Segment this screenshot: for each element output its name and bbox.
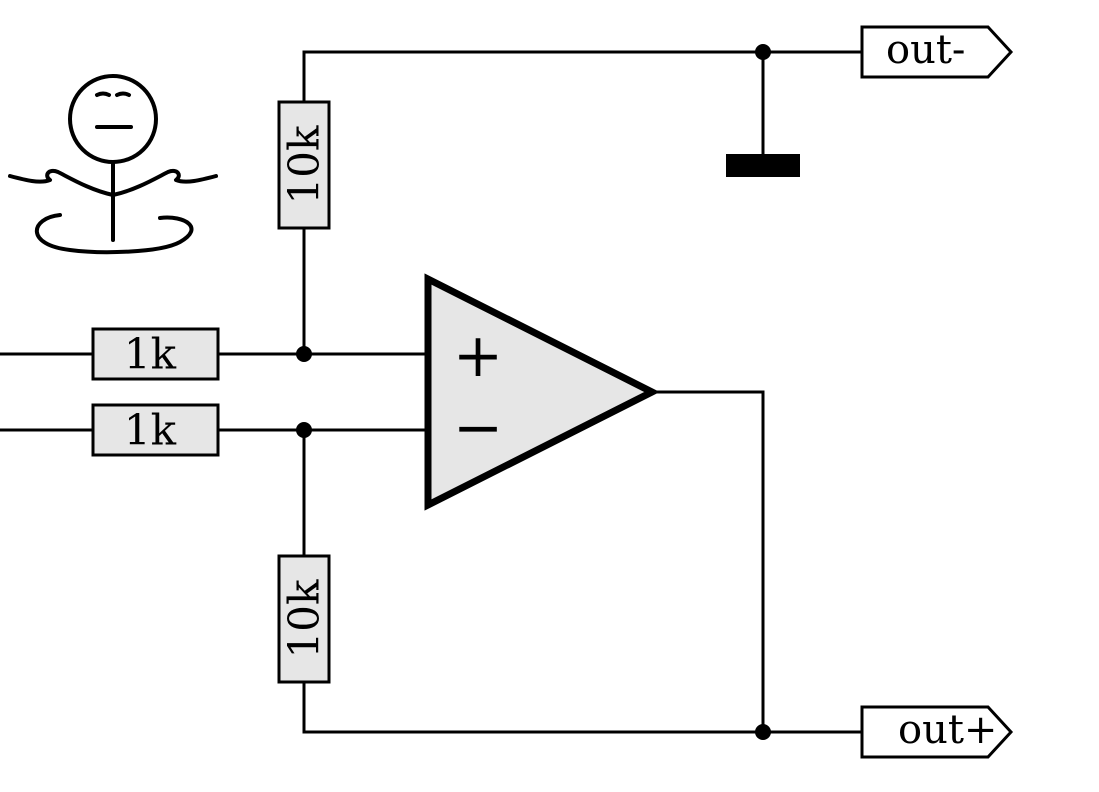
port-out-minus: out-	[860, 25, 1014, 79]
opamp-minus-symbol: −	[453, 393, 503, 463]
junction-dot	[755, 724, 771, 740]
resistor-input-minus: 1k	[91, 403, 220, 457]
opamp: + −	[424, 273, 660, 511]
resistor-label: 1k	[124, 330, 177, 379]
junction-dot	[296, 346, 312, 362]
port-out-plus: out+	[860, 705, 1014, 759]
resistor-bottom-feedback: 10k	[277, 554, 331, 684]
junction-dot	[296, 422, 312, 438]
resistor-label: 10k	[280, 579, 329, 658]
junction-dot	[755, 44, 771, 60]
wire-bottom	[302, 682, 862, 734]
opamp-plus-symbol: +	[453, 321, 503, 391]
resistor-label: 10k	[280, 125, 329, 204]
ground-symbol	[726, 154, 800, 177]
resistor-top-feedback: 10k	[277, 100, 331, 230]
wire-opamp-output	[652, 390, 765, 732]
wires	[0, 50, 862, 734]
port-label: out+	[898, 707, 997, 753]
wire-top	[302, 50, 862, 102]
port-label: out-	[886, 27, 965, 73]
opamp-triangle	[424, 273, 660, 511]
resistor-label: 1k	[124, 406, 177, 455]
resistor-input-plus: 1k	[91, 327, 220, 381]
meditating-figure-icon	[8, 74, 218, 255]
